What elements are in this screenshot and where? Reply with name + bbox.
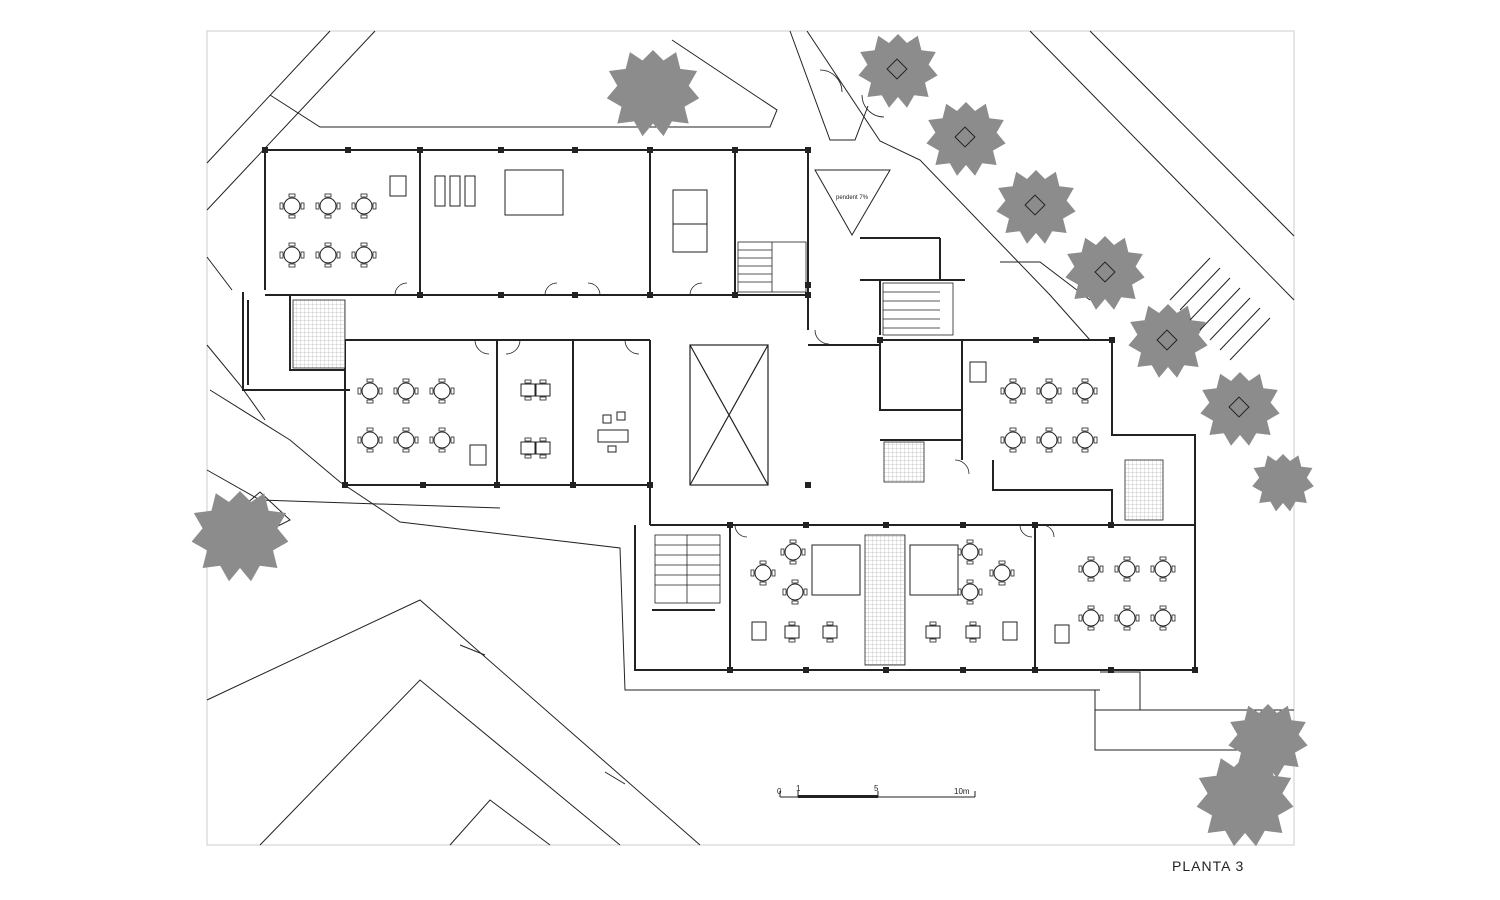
restrooms — [292, 299, 1164, 666]
scale-tick-10m: 10m — [954, 787, 970, 796]
columns — [262, 147, 1198, 673]
doors — [394, 69, 1055, 538]
site-context — [206, 30, 1295, 846]
ramp — [814, 169, 891, 237]
scale-tick-1: 1 — [796, 784, 801, 793]
atrium-void — [689, 344, 769, 486]
scale-tick-5: 5 — [874, 784, 879, 793]
scale-bar: 0 1 5 10m — [777, 784, 976, 798]
drawing-frame — [206, 30, 1295, 846]
tree-pits — [886, 58, 1250, 418]
stairs — [654, 241, 954, 604]
slope-note: pendent 7% — [836, 195, 869, 201]
drawing-caption: PLANTA 3 — [1172, 858, 1245, 874]
furniture — [279, 169, 1176, 644]
scale-tick-0: 0 — [777, 787, 782, 796]
trees — [191, 34, 1314, 847]
crosswalk — [1169, 257, 1271, 361]
